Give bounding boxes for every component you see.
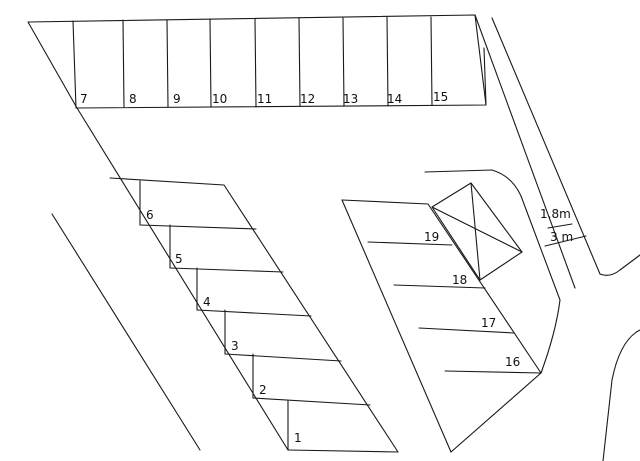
road-dimension-line	[544, 235, 587, 247]
top-parking-block	[27, 14, 487, 109]
space-label-18: 18	[452, 273, 467, 287]
outer-left-line	[51, 213, 201, 451]
walkway-outer-edge	[474, 14, 576, 289]
left-parking-block	[109, 177, 399, 453]
space-label-11: 11	[257, 92, 272, 106]
stall-divider	[209, 18, 212, 108]
structure-cross	[470, 182, 481, 281]
stall-divider	[386, 16, 389, 107]
stall-divider	[483, 47, 487, 106]
right-road	[424, 14, 640, 461]
stall-divider	[72, 20, 77, 109]
space-label-17: 17	[481, 316, 496, 330]
road-width-label: 3 m	[550, 230, 573, 244]
road-left-edge	[491, 17, 601, 275]
structure-cross	[431, 206, 523, 253]
road-lower-curve	[602, 329, 640, 461]
walkway-width-label: 1.8m	[540, 207, 571, 221]
road-right-curve	[599, 254, 640, 276]
space-label-16: 16	[505, 355, 520, 369]
space-label-19: 19	[424, 230, 439, 244]
space-label-7: 7	[80, 92, 88, 106]
middle-parking-block	[341, 182, 542, 453]
stall-divider	[169, 267, 284, 273]
stall-divider	[298, 17, 301, 107]
walkway-curve	[424, 169, 561, 374]
stall-divider	[196, 309, 312, 317]
stall-divider	[122, 19, 125, 108]
structure-box	[431, 182, 523, 281]
space-label-5: 5	[175, 252, 183, 266]
stall-divider	[252, 397, 371, 406]
stall-divider	[430, 16, 433, 106]
stall-divider	[393, 284, 486, 289]
space-label-2: 2	[259, 383, 267, 397]
stall-divider	[418, 327, 515, 334]
stall-divider	[139, 224, 257, 230]
space-labels: 7 8 9 10 11 12 13 14 15 6 5 4 3 2 1 19 1…	[80, 90, 520, 445]
middle-left-edge	[341, 199, 452, 453]
stall-divider	[224, 353, 342, 362]
space-label-6: 6	[146, 208, 154, 222]
stall-divider	[342, 17, 345, 107]
space-label-13: 13	[343, 92, 358, 106]
stall-divider	[166, 19, 169, 108]
dimension-labels: 1.8m 3 m	[540, 207, 573, 244]
space-label-15: 15	[433, 90, 448, 104]
stall-divider	[444, 370, 542, 374]
space-label-4: 4	[203, 295, 211, 309]
space-label-12: 12	[300, 92, 315, 106]
stall-divider	[367, 241, 453, 246]
space-label-14: 14	[387, 92, 402, 106]
space-label-9: 9	[173, 92, 181, 106]
space-label-8: 8	[129, 92, 137, 106]
space-label-10: 10	[212, 92, 227, 106]
walkway-dimension-line	[547, 223, 573, 229]
left-block-outline	[109, 177, 399, 453]
stall-divider	[254, 18, 257, 108]
space-label-1: 1	[294, 431, 302, 445]
space-label-3: 3	[231, 339, 239, 353]
